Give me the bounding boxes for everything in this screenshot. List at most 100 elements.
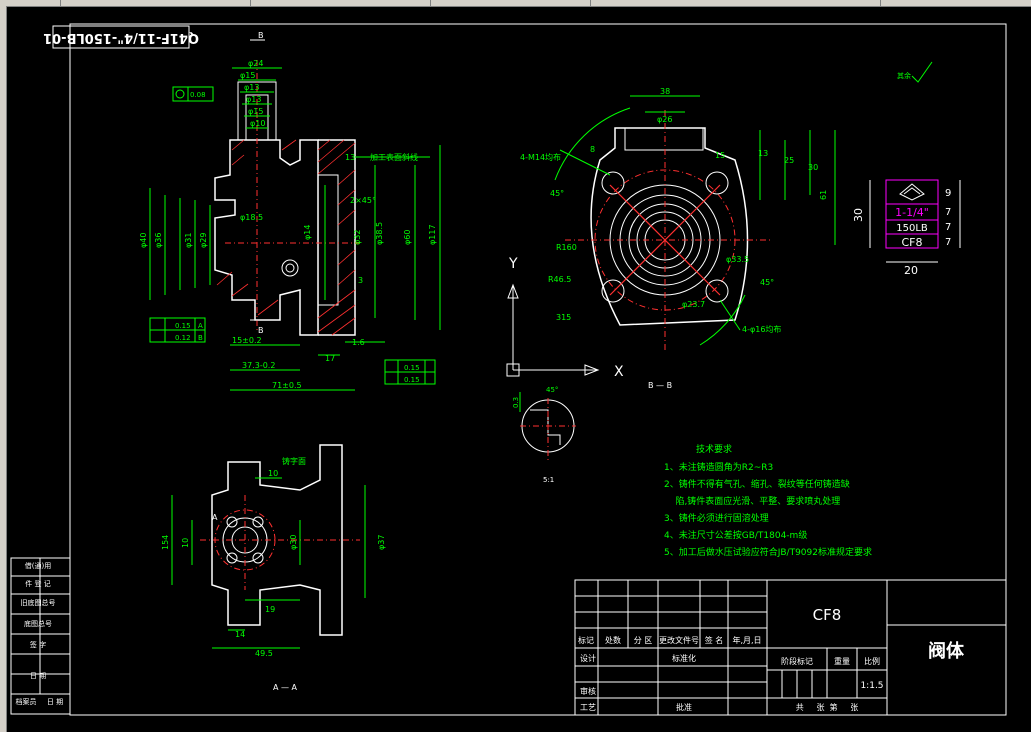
tolerance-value: 0.15 xyxy=(404,376,420,384)
dim-text: 15 xyxy=(715,151,725,160)
left-strip-label: 旧底图总号 xyxy=(21,598,56,607)
left-strip-label: 借(通)用 xyxy=(25,561,51,570)
tb-ratio: 比例 xyxy=(864,656,880,666)
tech-item: 陷,铸件表面应光滑、平整、要求喷丸处理 xyxy=(664,495,840,507)
dim-text: 10 xyxy=(268,469,278,478)
dim-text: 315 xyxy=(556,313,571,322)
plate-dim: 9 xyxy=(945,188,951,199)
dim-text: 3 xyxy=(358,276,363,285)
tb-part-name: 阀体 xyxy=(928,640,965,662)
dim-text: R160 xyxy=(556,243,577,252)
plate-pressure: 150LB xyxy=(896,223,928,234)
hole-note: 4-M14均布 xyxy=(520,152,561,162)
drawing-border xyxy=(69,23,1007,716)
dim-text: 45° xyxy=(546,386,558,394)
technical-requirements: 技术要求 1、未注铸造圆角为R2~R3 2、铸件不得有气孔、缩孔、裂纹等任何铸造… xyxy=(664,443,872,558)
plate-dim: 20 xyxy=(904,264,918,277)
tb-weight: 重量 xyxy=(834,656,850,666)
dim-text: 19 xyxy=(265,605,275,614)
tolerance-value: 0.15 xyxy=(175,322,191,330)
tb-scale: 1:1.5 xyxy=(860,681,883,691)
side-view-bb: 38 φ26 8 13 25 30 61 4-M14均布 4-φ16均布 45°… xyxy=(506,87,836,390)
left-strip-label: 签 字 xyxy=(30,640,46,649)
tolerance-value: 0.08 xyxy=(190,91,206,99)
tb-sheet: 共 张 第 张 xyxy=(796,702,859,712)
toolbar-segment xyxy=(250,0,431,6)
tech-item: 2、铸件不得有气孔、缩孔、裂纹等任何铸造缺 xyxy=(664,478,850,490)
tb-row-label: 分 区 xyxy=(634,636,653,645)
dim-text: φ60 xyxy=(403,230,412,245)
section-label: A — A xyxy=(273,683,298,692)
tb-row-label: 标记 xyxy=(578,635,594,645)
dim-text: φ15 xyxy=(248,107,263,116)
section-label: A xyxy=(212,513,218,522)
dim-text: 25 xyxy=(784,156,794,165)
dim-text: 8 xyxy=(590,145,595,154)
toolbar-segment xyxy=(590,0,881,6)
view-note: 铸字面 xyxy=(282,456,306,466)
tolerance-frame xyxy=(172,86,214,102)
dim-text: 45° xyxy=(550,189,564,198)
ucs-y-label: Y xyxy=(508,256,518,272)
toolbar-segment xyxy=(60,0,251,6)
title-block: CF8 阀体 1:1.5 标记 处数 分 区 更改文件号 签 名 年,月,日 设… xyxy=(574,579,1007,716)
dim-text: 49.5 xyxy=(255,649,273,658)
datum-label: A xyxy=(198,322,203,330)
plate-dim: 7 xyxy=(945,207,951,218)
tech-heading: 技术要求 xyxy=(696,443,732,455)
tb-design: 设计 xyxy=(580,653,596,663)
tb-row-label: 年,月,日 xyxy=(732,635,761,645)
tb-row-label: 更改文件号 xyxy=(659,635,699,645)
dim-text: φ13 xyxy=(244,83,259,92)
title-marking: Q41F-11/4"-150LB-01 xyxy=(43,30,199,45)
plate-dim: 7 xyxy=(945,237,951,248)
tb-row-label: 处数 xyxy=(605,635,621,645)
detail-scale: 5:1 xyxy=(543,476,554,484)
marking-plate: 1-1/4" 150LB CF8 9 7 7 7 20 30 xyxy=(852,179,961,277)
left-strip-table: 借(通)用 件 登 记 旧底图总号 底图总号 签 字 日 期 档案员 日 期 xyxy=(10,557,71,715)
dim-text: φ26 xyxy=(657,115,672,124)
dim-text: 38 xyxy=(660,87,670,96)
dim-text: 37.3-0.2 xyxy=(242,361,275,370)
toolbar-segment xyxy=(430,0,591,6)
bottom-view-aa: 铸字面 10 154 10 φ30 φ37 19 14 49.5 A — A A xyxy=(161,444,386,692)
dim-text: φ30 xyxy=(289,535,298,550)
dim-text: φ13 xyxy=(246,95,261,104)
dim-text: φ117 xyxy=(428,224,437,245)
dim-text: φ33.5 xyxy=(726,255,749,264)
dim-text: φ32 xyxy=(353,230,362,245)
plate-dim: 30 xyxy=(852,208,865,222)
front-section-view: B B φ24 φ15 φ13 φ13 φ15 φ10 φ18.5 φ14 φ3… xyxy=(139,31,441,391)
left-strip-label: 件 登 记 xyxy=(25,579,50,588)
tb-row-label: 签 名 xyxy=(705,635,724,645)
hole-note: 4-φ16均布 xyxy=(742,324,781,334)
dim-text: φ31 xyxy=(184,233,193,248)
dim-text: 2×45° xyxy=(350,196,376,205)
tolerance-value: 0.12 xyxy=(175,334,191,342)
dim-text: φ29 xyxy=(199,233,208,248)
section-label: B xyxy=(258,31,264,40)
machining-note: 加工表面斜线 xyxy=(370,152,418,162)
tb-standardize: 标准化 xyxy=(672,653,696,663)
dim-text: φ14 xyxy=(303,225,312,240)
tolerance-value: 0.15 xyxy=(404,364,420,372)
dim-text: 71±0.5 xyxy=(272,381,302,390)
tb-process: 工艺 xyxy=(580,703,596,712)
dim-text: φ18.5 xyxy=(240,213,263,222)
plate-size: 1-1/4" xyxy=(895,206,929,219)
dim-text: φ10 xyxy=(250,119,265,128)
roughness-note: 其余 xyxy=(897,71,911,80)
dim-text: φ36 xyxy=(154,233,163,248)
dim-text: 154 xyxy=(161,535,170,550)
toolbar-segment xyxy=(0,0,61,6)
tb-approve: 批准 xyxy=(676,702,692,712)
dim-text: 45° xyxy=(760,278,774,287)
section-label: B — B xyxy=(648,381,672,390)
dim-text: 0.3 xyxy=(512,397,520,408)
tech-item: 3、铸件必须进行固溶处理 xyxy=(664,512,769,524)
dim-text: φ38.5 xyxy=(375,222,384,245)
plate-material: CF8 xyxy=(901,236,922,249)
left-strip-label: 日 期 xyxy=(47,698,63,706)
app-left-strip xyxy=(0,6,7,732)
